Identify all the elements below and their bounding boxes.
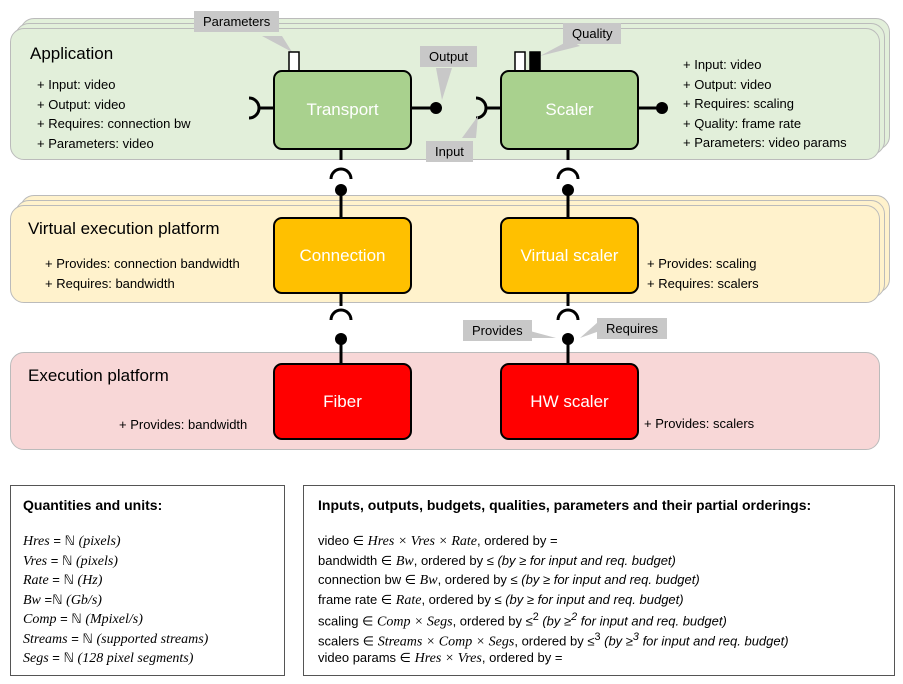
virtual-scaler-props: + Provides: scaling + Requires: scalers: [647, 254, 759, 293]
virtual-layer: [10, 205, 880, 303]
quantity-row: Segs = ℕ (128 pixel segments): [23, 650, 194, 666]
execution-platform-title: Execution platform: [28, 366, 169, 385]
quantity-row: Streams = ℕ (supported streams): [23, 630, 209, 647]
quantity-row: Hres = ℕ (pixels): [23, 533, 121, 549]
quantity-row: Comp = ℕ (Mpixel/s): [23, 611, 143, 627]
quantity-row: Bw =ℕ (Gb/s): [23, 591, 102, 608]
scaler-props: + Input: video + Output: video + Require…: [683, 55, 847, 153]
application-title: Application: [30, 44, 114, 63]
prop-line: + Provides: connection bandwidth: [45, 256, 240, 271]
quantities-legend: Quantities and units: Hres = ℕ (pixels) …: [10, 485, 285, 676]
hw-scaler-component[interactable]: HW scaler: [500, 363, 639, 440]
execution-layer: [10, 352, 880, 450]
ordering-row: video params ∈ Hres × Vres, ordered by =: [318, 650, 563, 666]
output-callout: Output: [420, 46, 478, 67]
prop-line: + Requires: scaling: [683, 96, 794, 111]
prop-line: + Parameters: video: [37, 135, 154, 151]
fiber-props: + Provides: bandwidth: [119, 415, 247, 435]
ordering-row: scalers ∈ Streams × Comp × Segs, ordered…: [318, 630, 789, 649]
prop-line: + Requires: bandwidth: [45, 275, 175, 291]
prop-line: + Provides: scaling: [647, 256, 757, 271]
parameters-callout: Parameters: [194, 11, 280, 32]
quantity-row: Vres = ℕ (pixels): [23, 552, 118, 569]
connection-component[interactable]: Connection: [273, 217, 412, 294]
input-callout: Input: [426, 141, 473, 162]
requires-callout: Requires: [597, 318, 668, 339]
quality-callout: Quality: [563, 23, 622, 44]
quantities-title: Quantities and units:: [23, 497, 163, 513]
provides-callout: Provides: [463, 320, 532, 341]
ordering-row: connection bw ∈ Bw, ordered by ≤ (by ≥ f…: [318, 572, 700, 588]
orderings-title: Inputs, outputs, budgets, qualities, par…: [318, 497, 812, 513]
prop-line: + Provides: bandwidth: [119, 417, 248, 432]
ordering-row: bandwidth ∈ Bw, ordered by ≤ (by ≥ for i…: [318, 552, 676, 569]
hw-scaler-props: + Provides: scalers: [644, 414, 754, 434]
prop-line: + Parameters: video params: [683, 135, 847, 150]
transport-props: + Input: video + Output: video + Require…: [37, 75, 191, 153]
prop-line: + Provides: scalers: [644, 416, 755, 431]
prop-line: + Output: video: [683, 76, 772, 92]
prop-line: + Input: video: [683, 57, 762, 72]
ordering-row: scaling ∈ Comp × Segs, ordered by ≤2 (by…: [318, 611, 727, 630]
prop-line: + Quality: frame rate: [683, 115, 802, 131]
prop-line: + Input: video: [37, 77, 116, 92]
orderings-legend: Inputs, outputs, budgets, qualities, par…: [303, 485, 895, 676]
prop-line: + Requires: scalers: [647, 275, 759, 291]
transport-component[interactable]: Transport: [273, 70, 412, 150]
ordering-row: frame rate ∈ Rate, ordered by ≤ (by ≥ fo…: [318, 591, 684, 608]
quantity-row: Rate = ℕ (Hz): [23, 572, 103, 588]
prop-line: + Requires: connection bw: [37, 116, 191, 131]
virtual-scaler-component[interactable]: Virtual scaler: [500, 217, 639, 294]
connection-props: + Provides: connection bandwidth + Requi…: [45, 254, 240, 293]
prop-line: + Output: video: [37, 96, 126, 112]
ordering-row: video ∈ Hres × Vres × Rate, ordered by =: [318, 533, 558, 549]
fiber-component[interactable]: Fiber: [273, 363, 412, 440]
virtual-platform-title: Virtual execution platform: [28, 219, 220, 238]
scaler-component[interactable]: Scaler: [500, 70, 639, 150]
